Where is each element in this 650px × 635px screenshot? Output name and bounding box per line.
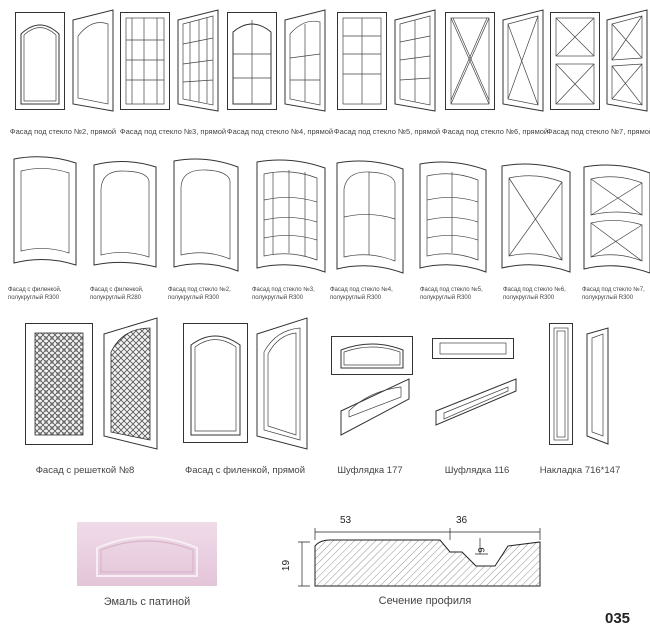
curved-glass-4 [336,160,404,274]
drawer-116-front [432,338,514,359]
profile-section-drawing [298,528,541,587]
drawer-177-front [331,336,413,375]
facade-glass-7-front [550,12,600,110]
caption-curved-glass-7: Фасад под стекло №7, полукруглый R300 [582,287,645,301]
caption-curved-glass-5: Фасад под стекло №5, полукруглый R300 [420,287,483,301]
caption-lattice-8: Фасад с решеткой №8 [35,465,135,476]
caption-glass-3: Фасад под стекло №3, прямой [119,127,227,136]
caption-curved-glass-6: Фасад под стекло №6, полукруглый R300 [503,287,566,301]
caption-glass-5: Фасад под стекло №5, прямой [333,127,441,136]
caption-curved-glass-3: Фасад под стекло №3, полукруглый R300 [252,287,315,301]
caption-glass-7: Фасад под стекло №7, прямой [546,127,650,136]
facade-glass-2-front [15,12,65,110]
curved-glass-2 [173,158,239,272]
curved-glass-7 [583,164,650,274]
profile-section-label: Сечение профиля [378,595,472,607]
facade-glass-7-side [606,9,648,112]
curved-glass-6 [501,163,571,273]
facade-glass-4-front [227,12,277,110]
facade-panel-straight-side [256,317,308,450]
enamel-patina-label: Эмаль с патиной [103,596,191,608]
dim-53: 53 [340,515,352,526]
caption-curved-glass-2: Фасад под стекло №2, полукруглый R300 [168,287,231,301]
caption-curved-glass-4: Фасад под стекло №4, полукруглый R300 [330,287,393,301]
caption-glass-2: Фасад под стекло №2, прямой [9,127,117,136]
page-number: 035 [605,610,631,627]
overlay-716-147-side [586,327,609,445]
caption-panel-straight: Фасад с филенкой, прямой [184,465,306,476]
facade-glass-3-side [177,9,219,112]
facade-lattice-8-front [25,323,93,445]
facade-glass-6-side [502,9,544,112]
caption-curved-panel-r280: Фасад с филенкой, полукруглый R280 [90,287,144,301]
facade-glass-4-side [284,9,326,112]
curved-panel-r300 [13,156,77,266]
caption-glass-4: Фасад под стекло №4, прямой [226,127,334,136]
facade-lattice-8-side [103,317,158,450]
enamel-patina-sample [77,522,217,586]
curved-panel-r280 [93,161,157,268]
dim-19: 19 [281,559,293,572]
facade-glass-6-front [445,12,495,110]
facade-panel-straight-front [183,323,248,443]
caption-overlay-716-147: Накладка 716*147 [539,465,621,476]
facade-glass-3-front [120,12,170,110]
caption-drawer-177: Шуфлядка 177 [337,465,403,476]
facade-glass-5-front [337,12,387,110]
caption-glass-6: Фасад под стекло №6, прямой [441,127,549,136]
dim-36: 36 [456,515,468,526]
curved-glass-5 [419,161,487,273]
overlay-716-147-front [549,323,573,445]
facade-glass-2-side [72,9,114,112]
drawer-116-side [435,378,517,426]
drawer-177-side [340,378,410,436]
dim-9: 9 [476,547,487,553]
caption-curved-panel-r300: Фасад с филенкой, полукруглый R300 [8,287,62,301]
curved-glass-3 [256,159,326,273]
caption-drawer-116: Шуфлядка 116 [444,465,510,476]
facade-glass-5-side [394,9,436,112]
